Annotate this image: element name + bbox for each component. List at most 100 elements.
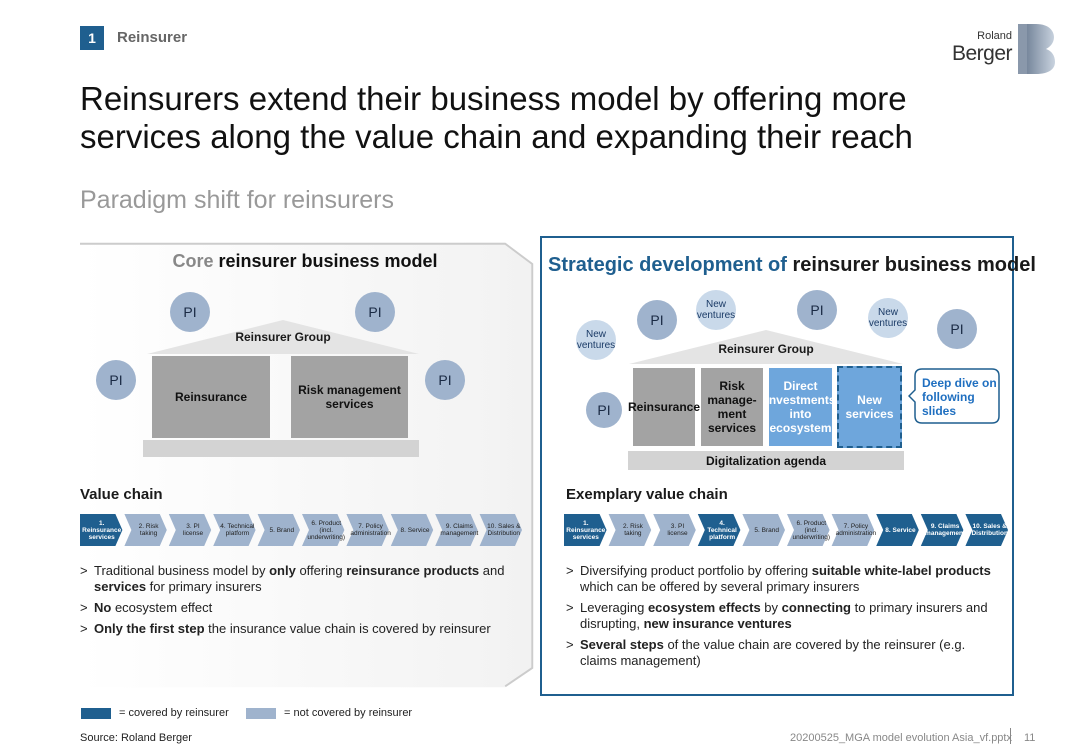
right-box-new-services: New services: [837, 366, 902, 448]
value-chain-step-label: 8. Service: [400, 526, 430, 534]
value-chain-chevron: [168, 514, 212, 546]
legend-covered-swatch: [81, 708, 111, 719]
digitalization-agenda-bar: Digitalization agenda: [628, 451, 904, 470]
page-title: Reinsurers extend their business model b…: [80, 80, 913, 155]
value-chain-chevron: [479, 514, 522, 546]
pi-circle: PI: [586, 392, 622, 428]
bullet-item: Diversifying product portfolio by offeri…: [566, 563, 1004, 595]
right-panel: [540, 236, 1014, 696]
value-chain-step-label: 9. Claims management: [440, 523, 479, 537]
left-bullet-list: Traditional business model by only offer…: [80, 563, 520, 642]
deep-dive-callout-shape: [908, 368, 1000, 424]
left-box-reinsurance: Reinsurance: [152, 356, 270, 438]
value-chain-step-label: 1. Reinsurance services: [566, 519, 606, 541]
right-box-direct-investments: Direct investments into ecosystem: [766, 368, 836, 446]
value-chain-chevron: [390, 514, 434, 546]
roland-berger-logo: Roland Berger: [950, 22, 1056, 76]
value-chain-chevron: [876, 514, 919, 546]
right-bullet-list: Diversifying product portfolio by offeri…: [566, 563, 1004, 674]
page-number: 11: [1024, 732, 1036, 744]
footer-filename: 20200525_MGA model evolution Asia_vf.ppt…: [790, 732, 1012, 744]
value-chain-chevron: [608, 514, 652, 546]
right-title-blue: Strategic development of: [548, 254, 787, 276]
left-roof: [147, 320, 419, 354]
value-chain-chevron: [831, 514, 875, 546]
pi-circle: PI: [170, 292, 210, 332]
left-panel-title: Core reinsurer business model: [80, 251, 530, 272]
value-chain-step-label: 10. Sales & Distribution: [971, 523, 1008, 537]
bullet-item: Only the first step the insurance value …: [80, 621, 520, 637]
right-value-chain: 1. Reinsurance services 2. Risk taking 3. …: [564, 514, 1010, 546]
value-chain-chevron: [213, 514, 256, 546]
value-chain-step-label: 5. Brand: [269, 526, 295, 534]
section-number: 1: [80, 26, 104, 50]
value-chain-step-label: 4. Technical platform: [220, 523, 255, 537]
value-chain-step-label: 1. Reinsurance services: [82, 519, 122, 541]
value-chain-step-label: 10. Sales & Distribution: [487, 523, 521, 537]
left-title-grey: Core: [172, 251, 214, 271]
new-ventures-circle: New ventures: [576, 320, 616, 360]
new-ventures-circle: New ventures: [696, 290, 736, 330]
value-chain-chevrons: [80, 514, 522, 546]
value-chain-step-label: 3. PI license: [182, 523, 204, 537]
left-base-bar: [143, 440, 419, 457]
value-chain-chevrons: [564, 514, 1008, 546]
pi-circle: PI: [797, 290, 837, 330]
exemplary-value-chain-label: Exemplary value chain: [566, 486, 728, 503]
left-title-black: reinsurer business model: [213, 251, 438, 271]
new-ventures-circle: New ventures: [868, 298, 908, 338]
legend-covered-text: = covered by reinsurer: [119, 707, 229, 719]
source-note: Source: Roland Berger: [80, 732, 192, 744]
value-chain-chevron: [787, 514, 830, 546]
value-chain-chevron: [435, 514, 478, 546]
logo-big-text: Berger: [951, 42, 1013, 65]
value-chain-chevron: [653, 514, 696, 546]
left-group-label: Reinsurer Group: [235, 330, 331, 344]
pi-circle: PI: [937, 309, 977, 349]
value-chain-chevron: [124, 514, 167, 546]
value-chain-step-label: 7. Policy administration: [350, 523, 391, 537]
section-label: Reinsurer: [117, 29, 188, 46]
footer-separator: [1010, 728, 1011, 744]
value-chain-chevron: [564, 514, 607, 546]
value-chain-chevron: [80, 514, 123, 546]
value-chain-step-label: 4. Technical platform: [707, 519, 737, 541]
legend-not-covered-swatch: [246, 708, 276, 719]
page-subtitle: Paradigm shift for reinsurers: [80, 186, 395, 214]
value-chain-step-label: 6. Product (incl. underwriting): [307, 519, 345, 541]
left-value-chain: 1. Reinsurance services 2. Risk taking 3. …: [80, 514, 524, 546]
pi-circle: PI: [637, 300, 677, 340]
bullet-item: No ecosystem effect: [80, 600, 520, 616]
left-box-risk-management: Risk management services: [291, 356, 408, 438]
value-chain-chevron: [920, 514, 964, 546]
value-chain-step-label: 7. Policy administration: [835, 523, 877, 537]
deep-dive-callout-text: Deep dive on following slides: [922, 376, 997, 418]
right-box-risk-management: Risk manage- ment services: [701, 368, 763, 446]
value-chain-chevron: [257, 514, 300, 546]
value-chain-step-label: 8. Service: [885, 526, 916, 534]
logo-small-text: Roland: [977, 30, 1012, 42]
value-chain-step-label: 3. PI license: [667, 523, 688, 537]
value-chain-chevron: [346, 514, 389, 546]
right-box-reinsurance: Reinsurance: [628, 368, 700, 446]
value-chain-step-label: 9. Claims management: [925, 523, 966, 537]
value-chain-step-label: 5. Brand: [754, 526, 779, 534]
value-chain-step-label: 2. Risk taking: [622, 523, 643, 537]
right-group-label: Reinsurer Group: [718, 342, 814, 356]
value-chain-chevron: [697, 514, 741, 546]
value-chain-chevron: [965, 514, 1008, 546]
value-chain-step-label: 2. Risk taking: [138, 523, 159, 537]
value-chain-chevron: [742, 514, 785, 546]
value-chain-label: Value chain: [80, 486, 163, 503]
logo-b-mark-icon: [1018, 24, 1055, 74]
pi-circle: PI: [425, 360, 465, 400]
bullet-item: Traditional business model by only offer…: [80, 563, 520, 595]
right-title-black: reinsurer business model: [786, 254, 1036, 276]
pi-circle: PI: [355, 292, 395, 332]
right-roof: [629, 330, 903, 364]
value-chain-chevron: [302, 514, 345, 546]
pi-circle: PI: [96, 360, 136, 400]
value-chain-step-label: 6. Product (incl. underwriting): [792, 519, 831, 541]
bullet-item: Leveraging ecosystem effects by connecti…: [566, 600, 1004, 632]
legend-not-covered-text: = not covered by reinsurer: [284, 707, 413, 719]
